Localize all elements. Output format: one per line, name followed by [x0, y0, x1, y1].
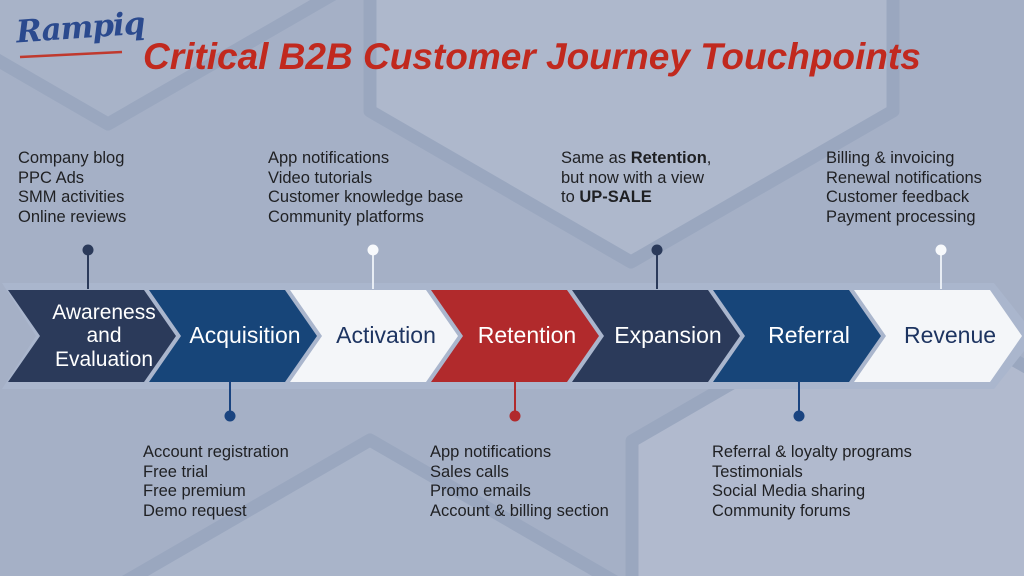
- stage-label: Expansion: [614, 322, 722, 349]
- touchpoint-item: Social Media sharing: [712, 482, 866, 500]
- touchpoint-item: to UP-SALE: [561, 188, 652, 206]
- touchpoint-item: Same as Retention,: [561, 149, 712, 167]
- stage-label: Activation: [336, 322, 436, 349]
- touchpoint-item: App notifications: [430, 443, 552, 461]
- touchpoint-item: Testimonials: [712, 462, 803, 481]
- touchpoint-item: Demo request: [143, 501, 247, 520]
- hexagon-shape: [121, 433, 619, 576]
- touchpoint-item: Community forums: [712, 501, 851, 520]
- chevron-expansion: [572, 290, 740, 382]
- touchpoint-item: Referral & loyalty programs: [712, 443, 912, 461]
- logo-underline-stroke: [19, 50, 123, 59]
- connector-dot: [935, 244, 947, 256]
- touchpoint-item: Video tutorials: [268, 168, 373, 187]
- chevron-activation: [290, 290, 458, 382]
- stage-label: Retention: [477, 322, 577, 349]
- touchpoint-item: Community platforms: [268, 207, 424, 226]
- chevron-revenue: [854, 290, 1022, 382]
- hexagon-shape: [363, 0, 900, 269]
- chevron-referral: [713, 290, 881, 382]
- connector-dot: [224, 410, 236, 422]
- touchpoint-item: Customer feedback: [826, 188, 970, 206]
- touchpoint-item: but now with a view: [561, 168, 705, 187]
- chevron-acquisition: [149, 290, 317, 382]
- touchpoint-item: App notifications: [268, 149, 390, 167]
- chevron-retention: [431, 290, 599, 382]
- touchpoint-item: Payment processing: [826, 207, 976, 226]
- touchpoint-item: Company blog: [18, 149, 125, 167]
- stage-label: Revenue: [903, 322, 997, 349]
- touchpoint-item: Online reviews: [18, 207, 127, 226]
- touchpoint-item: Free trial: [143, 462, 209, 481]
- touchpoint-item: Sales calls: [430, 462, 509, 481]
- connector-dot: [651, 244, 663, 256]
- connector-dot: [793, 410, 805, 422]
- page-title: Critical B2B Customer Journey Touchpoint…: [143, 36, 921, 77]
- connector-dot: [509, 410, 521, 422]
- touchpoint-item: Account & billing section: [430, 501, 609, 520]
- touchpoint-item: Renewal notifications: [826, 168, 982, 187]
- touchpoint-item: Billing & invoicing: [826, 149, 955, 167]
- touchpoint-item: Account registration: [143, 443, 289, 461]
- touchpoint-item: Promo emails: [430, 482, 531, 500]
- rampiq-logo: Rampiq: [15, 6, 146, 68]
- stage-label: Acquisition: [189, 322, 301, 349]
- touchpoint-item: SMM activities: [18, 188, 125, 206]
- touchpoint-item: Free premium: [143, 482, 246, 500]
- touchpoint-item: PPC Ads: [18, 168, 85, 187]
- touchpoint-item: Customer knowledge base: [268, 188, 464, 206]
- connector-dot: [82, 244, 94, 256]
- logo-wordmark: Rampiq: [14, 5, 146, 51]
- hexagon-shape: [0, 0, 337, 131]
- connector-dot: [367, 244, 379, 256]
- chevron-awareness-and-evaluation: [8, 290, 176, 382]
- stage-label: Referral: [768, 322, 850, 349]
